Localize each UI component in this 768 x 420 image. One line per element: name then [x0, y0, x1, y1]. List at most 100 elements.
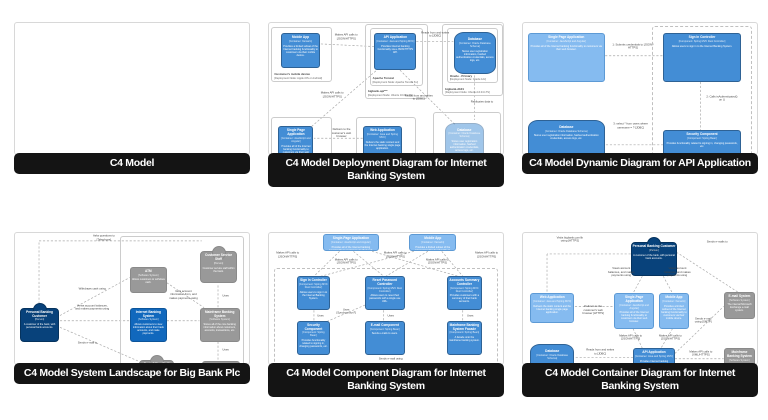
diagram-edges [605, 55, 701, 146]
boundary-label: Customer's mobile device [274, 72, 311, 77]
node-desc: A facade onto the mainframe banking syst… [449, 335, 480, 342]
node-label: Accounts Summary Controller [449, 278, 480, 287]
node-mobile-app: Mobile App[Container: Xamarin]Provides a… [409, 234, 457, 252]
node-sub: [Person] [213, 262, 224, 266]
node-single-page-application: Single-Page Application[Container: JavaS… [614, 293, 655, 329]
node-sub: [Component: Spring Bean] [302, 331, 325, 338]
node-personal-banking-customer: Personal Banking Customer[Person]A custo… [630, 242, 678, 277]
node-label: Sign In Controller [300, 278, 327, 283]
card-thumbnail: Personal Banking Customer[Person]A custo… [522, 232, 758, 365]
node-database: Database[Container: Oracle Database Sche… [453, 32, 496, 75]
node-web-application: Web Application[Container: Java and Spri… [530, 293, 575, 324]
boundary-sub: [Deployment Node: Ubuntu 16.04 LTS] [445, 91, 490, 95]
card-title: C4 Model Dynamic Diagram for API Applica… [522, 153, 758, 175]
boundary-bigbank-api: bigbank-api***[Deployment Node: Ubuntu 1… [364, 24, 429, 99]
boundary-label: bigbank-api*** [367, 89, 388, 94]
node-label: Web Application [370, 128, 395, 133]
boundary-bigbank-db02: bigbank-db02[Deployment Node: Ubuntu 16.… [432, 112, 501, 154]
node-sub: [Container: Java and Spring MVC] [376, 40, 415, 44]
node-sub: [Component: Spring Bean] [687, 137, 717, 141]
card-title: C4 Model Container Diagram for Internet … [522, 363, 758, 398]
node-desc: Allows customers to withdraw cash. [131, 278, 165, 285]
node-sub: [Component: Spring Bean] [370, 327, 400, 331]
node-single-page-application: Single-Page Application[Container: JavaS… [322, 234, 379, 252]
node-sub: [Container: Java and Spring MVC] [635, 355, 673, 359]
node-sub: [Container: JavaScript and Angular] [281, 137, 311, 144]
node-sub: [Container: Java and Spring MVC] [533, 300, 572, 304]
node-label: Database [467, 37, 482, 42]
node-label: Mobile App [665, 295, 683, 300]
card-thumbnail [14, 22, 250, 155]
node-desc: Delivers the static content and the Inte… [533, 304, 572, 314]
node-sub: [Component: Spring Bean] [449, 331, 480, 335]
node-sub: [Container: Xamarin] [421, 241, 445, 245]
card-dynamic-diagram[interactable]: Single Page Application[Container: JavaS… [522, 22, 758, 187]
card-thumbnail: Customer's mobile device [Deployment Node… [268, 22, 504, 155]
node-single-page-application: Single Page Application[Container: JavaS… [278, 126, 314, 154]
card-c4-model[interactable]: C4 Model [14, 22, 250, 187]
node-security-component: Security Component[Component: Spring Bea… [663, 130, 741, 154]
boundary-sub: [Deployment Node: Apache Tomcat 8.x] [372, 80, 419, 84]
node-desc: Stores user registration information, ha… [449, 139, 479, 152]
node-mainframe-banking-system: Mainframe Banking System[Software System… [199, 307, 240, 342]
node-label: Mainframe Banking System Facade [449, 322, 480, 331]
node-desc: Stores user registration information, ha… [533, 134, 599, 141]
node-sub: [Container: Oracle Database Schema] [536, 354, 569, 361]
node-internet-banking-system: Internet Banking System[Software System]… [129, 307, 168, 342]
node-label: Single-Page Application [332, 236, 370, 241]
node-atm: ATM[Software System]Allows customers to … [129, 267, 168, 294]
node-security-component: Security Component[Component: Spring Bea… [297, 320, 330, 355]
node-mobile-app: Mobile App[Container: Xamarin]Provides a… [280, 33, 321, 68]
node-desc: A customer of the bank, with personal ba… [633, 253, 675, 260]
node-label: Security Component [304, 322, 323, 331]
node-desc: Provides functionality related to signin… [299, 338, 328, 348]
node-desc: Allows customers to view information abo… [132, 322, 164, 335]
node-desc: Allows users to reset their passwords wi… [369, 294, 401, 304]
node-label: Single-Page Application [625, 295, 644, 304]
node-database: Database[Container: Oracle Database Sche… [530, 344, 575, 364]
node-desc: Allows users to sign in to the Internet … [299, 290, 328, 300]
boundary-sub: [Deployment Node: Ubuntu 16.04 LTS] [367, 93, 413, 97]
node-label: Internet Banking System [135, 309, 161, 318]
node-mobile-app: Mobile App[Container: Xamarin]Provides a… [658, 293, 690, 329]
node-desc: A customer of the bank, with personal ba… [23, 322, 56, 329]
node-sub: [Container: JavaScript and Angular] [619, 303, 649, 310]
node-sub: [Container: Oracle Database Schema] [448, 132, 481, 139]
node-sub: [Software System] [729, 298, 750, 302]
card-container-diagram[interactable]: Personal Banking Customer[Person]A custo… [522, 232, 758, 398]
boundary-label: Apache Tomcat [372, 76, 394, 81]
node-label: Mainframe Banking System [205, 309, 235, 318]
node-desc: Sends e-mails to users. [371, 332, 398, 336]
node-label: Customer Service Staff [205, 253, 233, 262]
card-system-landscape[interactable]: Personal Banking Customer[Person]A custo… [14, 232, 250, 397]
node-database: Database[Container: Oracle Database Sche… [527, 119, 605, 154]
boundary-customer-s-computer: Customer's computer[Deployment Node: Mic… [271, 117, 333, 154]
node-label: Personal Banking Customer [632, 244, 676, 249]
card-title: C4 Model [14, 153, 250, 175]
node-mainframe-banking-system-facade: Mainframe Banking System Facade[Componen… [446, 320, 482, 355]
node-sub: [Software System] [729, 358, 750, 362]
node-desc: Provides functionality related to signin… [666, 141, 738, 148]
card-component-diagram[interactable]: API Application[Container]Single-Page Ap… [268, 232, 504, 398]
node-sub: [Container: JavaScript and Angular] [546, 40, 586, 44]
node-label: Database [545, 349, 560, 354]
card-deployment-diagram[interactable]: Customer's mobile device [Deployment Node… [268, 22, 504, 188]
node-desc: Customer service staff within the bank. [202, 266, 235, 273]
node-desc: Stores user registration information, ha… [456, 49, 494, 62]
node-desc: Stores all of the core banking informati… [203, 322, 236, 332]
node-single-page-application: Single Page Application[Container: JavaS… [527, 33, 605, 82]
card-title: C4 Model Deployment Diagram for Internet… [268, 153, 504, 188]
node-sub: [Container: Oracle Database Schema] [545, 129, 588, 133]
node-label: E-mail System [728, 293, 751, 298]
node-label: Web Application [539, 295, 565, 300]
node-label: Sign In Controller [688, 35, 716, 40]
node-label: Mobile App [292, 35, 310, 40]
node-desc: Provides a limited subset of the Interne… [415, 245, 451, 252]
node-label: Mainframe Banking System [727, 350, 752, 359]
node-desc: Delivers the static content and the Inte… [364, 140, 401, 150]
gallery-row-1: C4 Model Customer's mobile device [Deploy… [14, 22, 758, 188]
node-sign-in-controller: Sign In Controller[Component: Spring MVC… [297, 276, 330, 311]
node-sub: [Software System] [138, 273, 159, 277]
boundary-label: bigbank-db01 [445, 86, 464, 91]
node-personal-banking-customer: Personal Banking Customer[Person]A custo… [19, 307, 60, 342]
